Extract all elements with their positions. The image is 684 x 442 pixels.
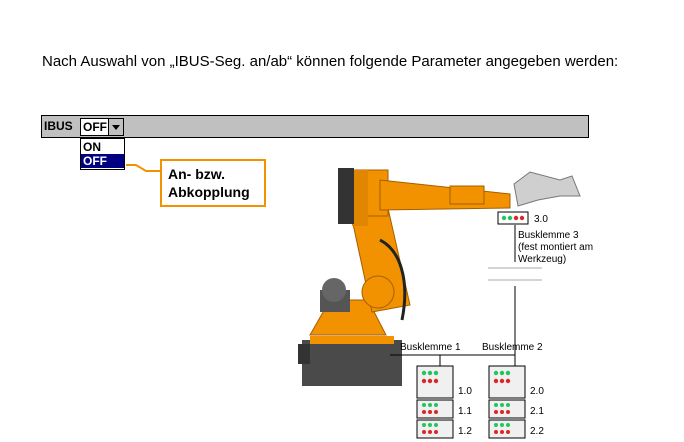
intro-text: Nach Auswahl von „IBUS-Seg. an/ab“ könne… (42, 53, 619, 70)
bus-terminal-3: 3.0 Busklemme 3 (fest montiert am Werkze… (497, 211, 593, 265)
chevron-down-icon[interactable] (108, 119, 123, 135)
option-off[interactable]: OFF (81, 154, 124, 168)
bus2-name: Busklemme 2 (482, 342, 543, 353)
callout-box: An- bzw. Abkopplung (160, 159, 266, 207)
ibus-label: IBUS (44, 119, 73, 133)
ibus-select[interactable]: OFF (80, 118, 124, 136)
bus3-note-1: (fest montiert am (518, 242, 593, 253)
module-2-0: 2.0 (530, 386, 544, 397)
ibus-dropdown-list: ON OFF (80, 138, 125, 170)
robot-illustration (298, 168, 581, 386)
ibus-select-value: OFF (83, 120, 107, 134)
ibus-toolbar: IBUS OFF (41, 115, 589, 138)
module-1-0: 1.0 (458, 386, 472, 397)
bus3-note-2: Werkzeug) (518, 254, 566, 265)
callout-pointer (126, 164, 161, 172)
bus3-id: 3.0 (534, 214, 548, 225)
bus-terminal-1: 1.0 1.1 1.2 (416, 365, 472, 439)
module-1-2: 1.2 (458, 426, 472, 437)
bus-terminal-2: 2.0 2.1 2.2 (488, 365, 544, 439)
bus3-name: Busklemme 3 (518, 230, 579, 241)
bus-lines (390, 225, 542, 366)
bus1-name: Busklemme 1 (400, 342, 461, 353)
module-1-1: 1.1 (458, 406, 472, 417)
module-2-2: 2.2 (530, 426, 544, 437)
module-2-1: 2.1 (530, 406, 544, 417)
option-on[interactable]: ON (83, 140, 101, 154)
robot-bus-diagram: 3.0 Busklemme 3 (fest montiert am Werkze… (298, 168, 593, 439)
